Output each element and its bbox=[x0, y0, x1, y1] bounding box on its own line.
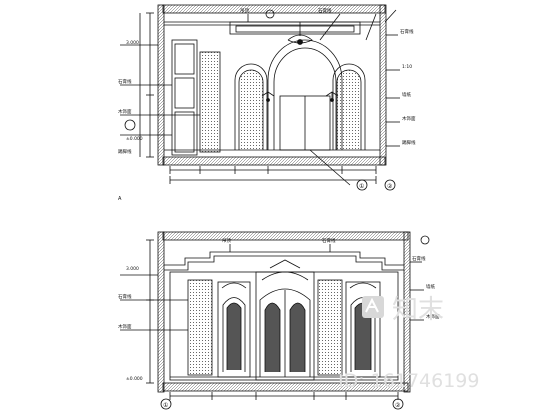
bottom-right-note-1: 石膏线 bbox=[412, 255, 426, 262]
top-right-note-4: 木饰面 bbox=[402, 115, 416, 122]
top-axis-left: ① bbox=[359, 183, 364, 190]
top-left-note-3: 踢脚线 bbox=[118, 148, 132, 155]
door-left bbox=[217, 281, 251, 378]
bottom-right-note-2: 墙纸 bbox=[426, 283, 435, 290]
top-note-2: 石膏线 bbox=[318, 7, 332, 14]
right-arch bbox=[332, 63, 366, 150]
axis-bubble-bottom-right bbox=[392, 398, 404, 410]
wall-sconce-left bbox=[261, 91, 275, 102]
bottom-axis-left: ① bbox=[163, 402, 168, 409]
left-arch bbox=[234, 63, 268, 150]
bottom-left-level-2: ±0.000 bbox=[126, 376, 143, 382]
bottom-elevation bbox=[120, 231, 430, 410]
axis-bubble-top-left bbox=[356, 179, 368, 191]
center-arch bbox=[267, 39, 343, 150]
right-wall-section-b bbox=[403, 231, 411, 393]
wall-sconce-right bbox=[325, 91, 339, 102]
chandelier-top bbox=[287, 22, 313, 45]
top-elevation bbox=[120, 4, 400, 191]
axis-bubble-bottom-left bbox=[160, 398, 172, 410]
watermark: 知末 ID: 161746199 bbox=[338, 295, 479, 392]
top-right-note-3: 墙纸 bbox=[402, 91, 411, 98]
right-wallpaper-panel-b bbox=[317, 279, 343, 376]
bottom-axis-right: ② bbox=[395, 402, 401, 409]
axis-bubble-top-right bbox=[384, 179, 396, 191]
floor-slab-b bbox=[162, 382, 409, 392]
left-wall-section-b bbox=[157, 231, 165, 393]
ceiling-recess bbox=[229, 21, 361, 35]
detail-bubble-top bbox=[124, 119, 136, 131]
left-wallpaper-panel-b bbox=[187, 279, 213, 376]
bottom-left-note-2: 木饰面 bbox=[118, 323, 132, 330]
bottom-top-note-1: 吊顶 bbox=[222, 238, 231, 244]
ceiling-slab bbox=[162, 4, 386, 14]
top-left-note-1: 石膏线 bbox=[118, 78, 132, 85]
floor-slab bbox=[162, 156, 386, 166]
bottom-left-level-1: 3.000 bbox=[126, 266, 139, 272]
top-right-note-2: 1:10 bbox=[402, 64, 412, 70]
bottom-right-note-3: 木饰面 bbox=[426, 313, 440, 320]
top-note-1: 吊顶 bbox=[240, 8, 249, 14]
bottom-top-note-2: 石膏线 bbox=[322, 237, 336, 244]
top-section-label: A bbox=[118, 196, 122, 202]
left-cabinet bbox=[171, 39, 198, 156]
bottom-left-note-1: 石膏线 bbox=[118, 293, 132, 300]
top-left-note-2: 木饰面 bbox=[118, 108, 132, 115]
top-right-note-1: 石膏线 bbox=[400, 28, 414, 35]
top-axis-right: ② bbox=[387, 183, 393, 190]
left-wallpaper-panel bbox=[199, 51, 221, 153]
right-wall-section bbox=[379, 4, 387, 166]
watermark-brand: 知末 bbox=[392, 295, 444, 325]
top-left-level-2: ±0.000 bbox=[126, 136, 143, 142]
door-center bbox=[255, 259, 315, 381]
top-left-level-1: 3.000 bbox=[126, 40, 139, 46]
top-right-note-5: 踢脚线 bbox=[402, 139, 416, 146]
watermark-id: ID: 161746199 bbox=[338, 370, 479, 392]
ceiling-slab-b bbox=[162, 231, 409, 241]
